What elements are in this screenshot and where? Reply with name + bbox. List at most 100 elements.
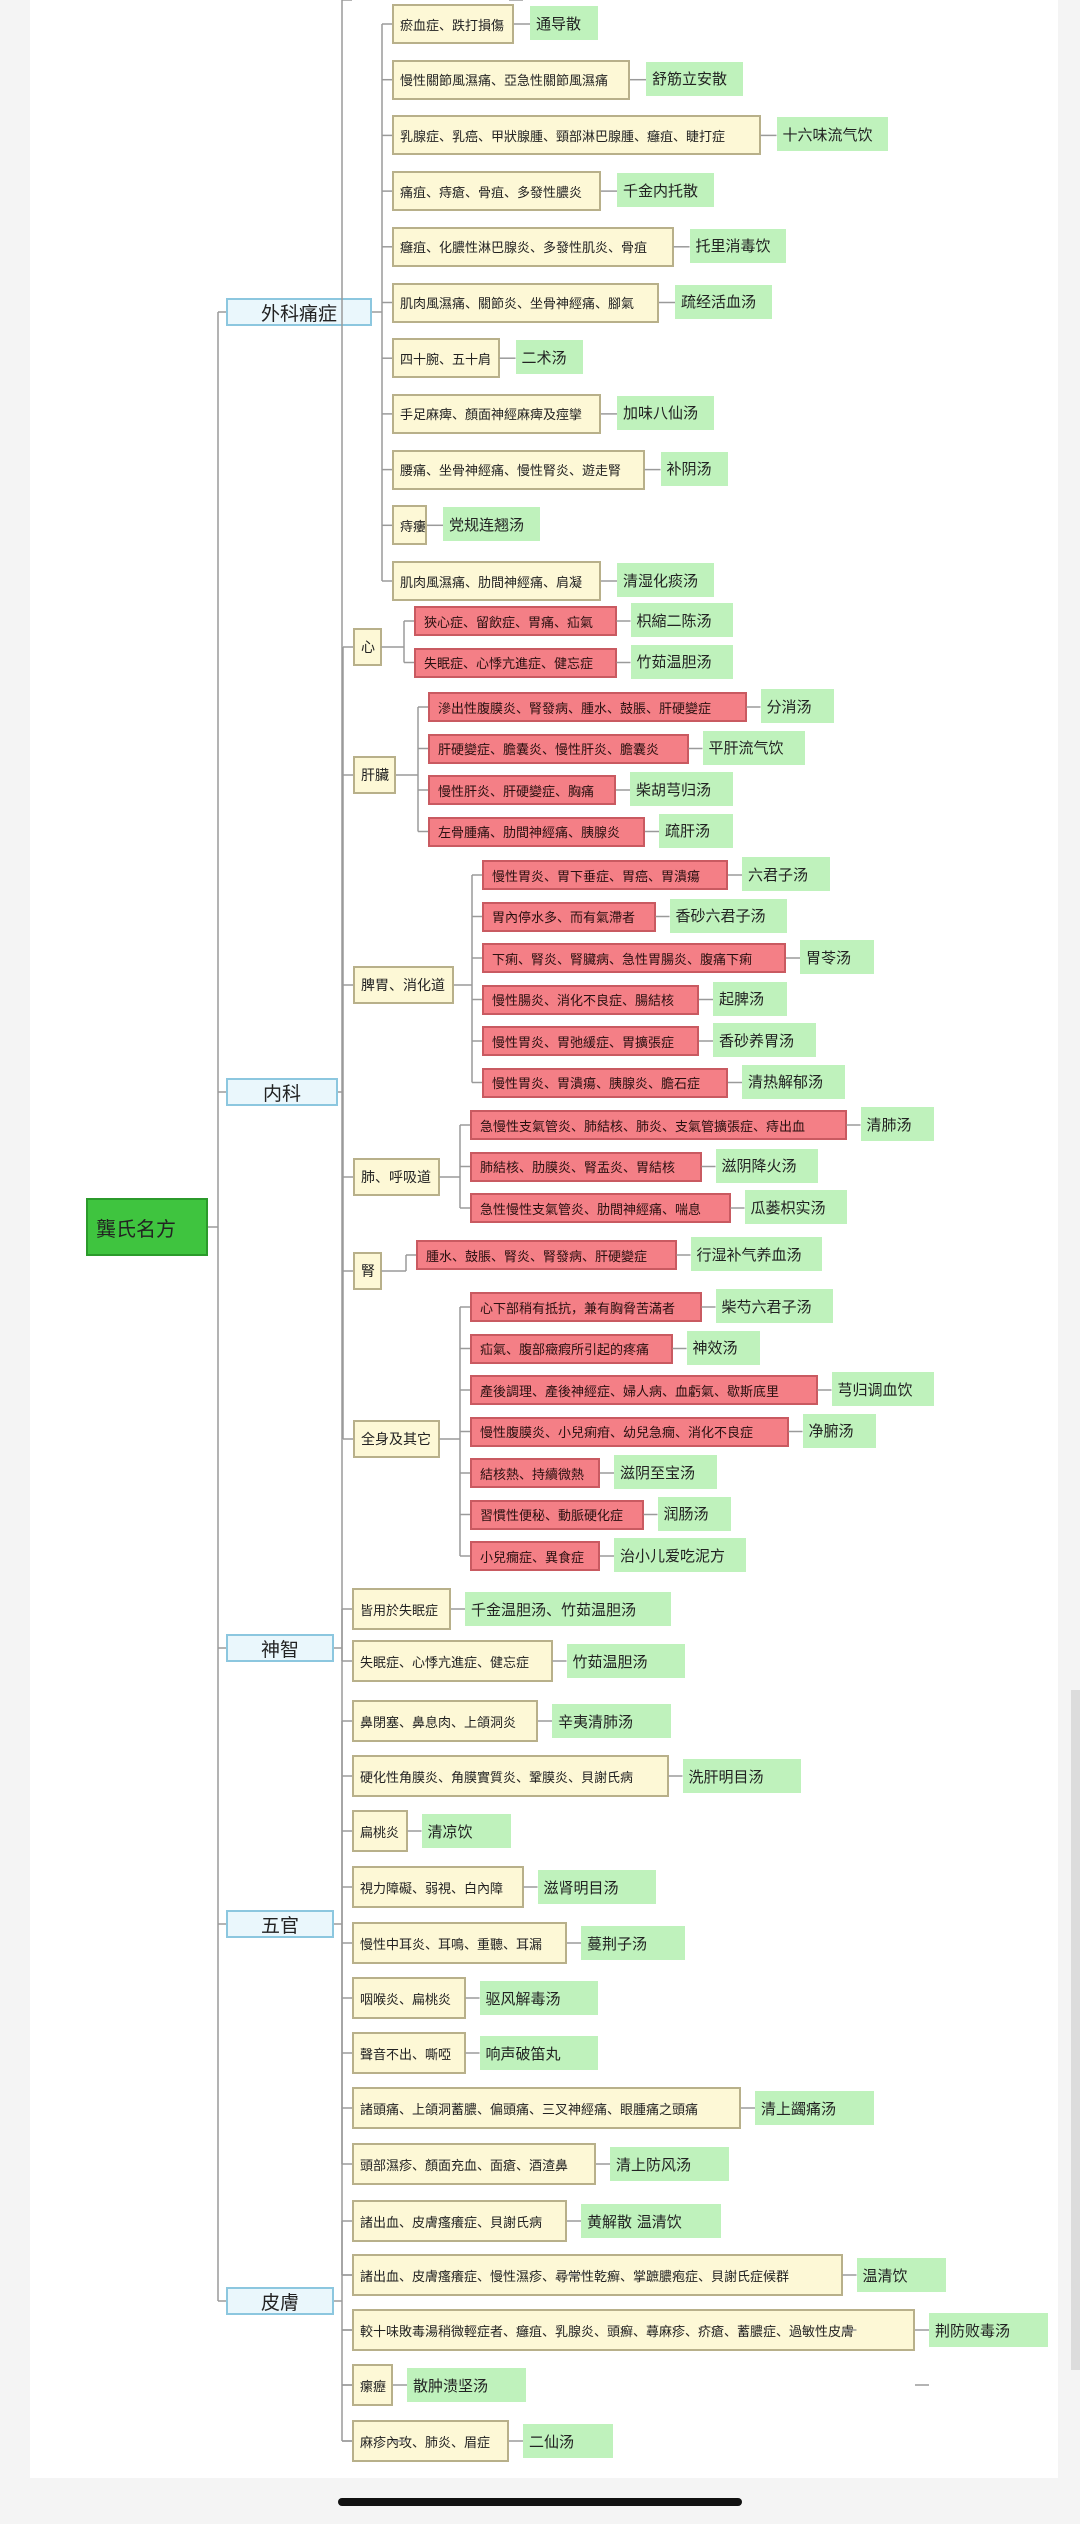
remedy-box[interactable]: 分消汤: [760, 689, 834, 723]
category-1[interactable]: 外科痛症: [226, 298, 372, 326]
remedy-box[interactable]: 舒筋立安散: [646, 61, 743, 96]
root-node[interactable]: 龔氏名方: [86, 1198, 208, 1256]
symptom-box[interactable]: 扁桃炎: [352, 1810, 408, 1852]
symptom-box[interactable]: 左骨腫痛、肋間神經痛、胰腺炎: [428, 816, 645, 847]
remedy-box[interactable]: 竹茹温胆汤: [630, 644, 733, 679]
remedy-box[interactable]: 芎归调血饮: [831, 1372, 934, 1406]
remedy-box[interactable]: 补阴汤: [660, 451, 728, 486]
remedy-box[interactable]: 治小儿爱吃泥方: [614, 1538, 746, 1572]
symptom-box[interactable]: 癰疽、化膿性淋巴腺炎、多發性肌炎、骨疽: [392, 226, 674, 267]
remedy-box[interactable]: 通导散: [530, 6, 598, 40]
remedy-box[interactable]: 十六味流气饮: [776, 117, 888, 152]
group-node[interactable]: 肝臟: [353, 756, 396, 794]
symptom-box[interactable]: 麻疹內攻、肺炎、眉症: [352, 2420, 509, 2462]
remedy-box[interactable]: 清肺汤: [860, 1107, 934, 1141]
remedy-box[interactable]: 香砂养胃汤: [713, 1023, 816, 1057]
group-node[interactable]: 腎: [353, 1252, 382, 1290]
remedy-box[interactable]: 平肝流气饮: [702, 730, 805, 765]
remedy-box[interactable]: 疏经活血汤: [675, 284, 772, 319]
symptom-box[interactable]: 心下部稍有抵抗，兼有胸脅苦滿者: [470, 1292, 702, 1322]
symptom-box[interactable]: 痔瘻: [392, 505, 427, 546]
symptom-box[interactable]: 腰痛、坐骨神經痛、慢性腎炎、遊走腎: [392, 449, 645, 490]
symptom-box[interactable]: 視力障礙、弱視、白內障: [352, 1866, 524, 1908]
symptom-box[interactable]: 胃內停水多、而有氣滯者: [482, 901, 656, 932]
symptom-box[interactable]: 急慢性支氣管炎、肺結核、肺炎、支氣管擴張症、痔出血: [470, 1110, 847, 1140]
symptom-box[interactable]: 瘰癧: [352, 2364, 393, 2406]
remedy-box[interactable]: 党规连翘汤: [443, 507, 540, 542]
symptom-box[interactable]: 鼻閉塞、鼻息肉、上頜洞炎: [352, 1700, 538, 1742]
symptom-box[interactable]: 小兒癇症、異食症: [470, 1541, 600, 1571]
group-node[interactable]: 肺、呼吸道: [353, 1158, 440, 1196]
symptom-box[interactable]: 慢性胃炎、胃潰瘍、胰腺炎、膽石症: [482, 1067, 728, 1098]
remedy-box[interactable]: 黄解散 温清饮: [581, 2204, 721, 2238]
symptom-box[interactable]: 瘀血症、跌打損傷: [392, 4, 514, 44]
group-node[interactable]: 全身及其它: [353, 1420, 440, 1458]
symptom-box[interactable]: 肌肉風濕痛、肋間神經痛、肩凝: [392, 561, 601, 601]
symptom-box[interactable]: 慢性胃炎、胃弛緩症、胃擴張症: [482, 1026, 699, 1056]
symptom-box[interactable]: 乳腺症、乳癌、甲狀腺腫、頸部淋巴腺腫、癰疽、睫打症: [392, 115, 761, 156]
remedy-box[interactable]: 滋阴降火汤: [715, 1148, 818, 1183]
remedy-box[interactable]: 洗肝明目汤: [682, 1759, 801, 1793]
symptom-box[interactable]: 習慣性便秘、動脈硬化症: [470, 1499, 644, 1530]
remedy-box[interactable]: 二术汤: [515, 340, 583, 375]
remedy-box[interactable]: 柴芍六君子汤: [715, 1289, 833, 1323]
remedy-box[interactable]: 清热解郁汤: [742, 1064, 845, 1099]
symptom-box[interactable]: 疝氣、腹部癥瘕所引起的疼痛: [470, 1333, 673, 1364]
remedy-box[interactable]: 千金温胆汤、竹茹温胆汤: [465, 1592, 671, 1626]
symptom-box[interactable]: 慢性關節風濕痛、亞急性關節風濕痛: [392, 59, 630, 100]
remedy-box[interactable]: 加味八仙汤: [617, 395, 714, 430]
symptom-box[interactable]: 硬化性角膜炎、角膜實質炎、鞏膜炎、貝謝氏病: [352, 1755, 669, 1797]
remedy-box[interactable]: 疏肝汤: [659, 813, 733, 848]
remedy-box[interactable]: 胃苓汤: [800, 940, 874, 974]
remedy-box[interactable]: 净腑汤: [802, 1413, 876, 1448]
remedy-box[interactable]: 清上蠲痛汤: [755, 2091, 874, 2125]
symptom-box[interactable]: 聲音不出、嘶啞: [352, 2032, 466, 2074]
symptom-box[interactable]: 失眠症、心悸亢進症、健忘症: [414, 647, 617, 678]
remedy-box[interactable]: 驱风解毒汤: [479, 1981, 598, 2015]
symptom-box[interactable]: 諸頭痛、上頜洞蓄膿、偏頭痛、三叉神經痛、眼腫痛之頭痛: [352, 2087, 741, 2129]
symptom-box[interactable]: 慢性肝炎、肝硬變症、胸痛: [428, 775, 616, 805]
remedy-box[interactable]: 二仙汤: [523, 2424, 613, 2458]
category-3[interactable]: 神智: [226, 1634, 334, 1662]
symptom-box[interactable]: 皆用於失眠症: [352, 1588, 451, 1630]
symptom-box[interactable]: 肺結核、肋膜炎、腎盂炎、胃結核: [470, 1151, 702, 1182]
remedy-box[interactable]: 荆防败毒汤: [929, 2313, 1048, 2347]
remedy-box[interactable]: 行湿补气养血汤: [690, 1237, 822, 1271]
category-5[interactable]: 皮膚: [226, 2287, 334, 2315]
remedy-box[interactable]: 滋肾明目汤: [537, 1870, 656, 1904]
symptom-box[interactable]: 慢性中耳炎、耳鳴、重聽、耳漏: [352, 1922, 567, 1964]
remedy-box[interactable]: 竹茹温胆汤: [566, 1644, 685, 1678]
remedy-box[interactable]: 托里消毒饮: [689, 228, 786, 263]
remedy-box[interactable]: 蔓荆子汤: [581, 1926, 685, 1960]
symptom-box[interactable]: 急性慢性支氣管炎、肋間神經痛、喘息: [470, 1193, 731, 1223]
remedy-box[interactable]: 清凉饮: [421, 1814, 511, 1848]
symptom-box[interactable]: 下痢、腎炎、腎臟病、急性胃腸炎、腹痛下痢: [482, 943, 786, 973]
remedy-box[interactable]: 清上防风汤: [610, 2147, 729, 2181]
symptom-box[interactable]: 狹心症、留飲症、胃痛、疝氣: [414, 606, 617, 636]
remedy-box[interactable]: 温清饮: [856, 2258, 946, 2292]
remedy-box[interactable]: 柴胡芎归汤: [630, 772, 733, 806]
remedy-box[interactable]: 神效汤: [686, 1330, 760, 1365]
symptom-box[interactable]: 失眠症、心悸亢進症、健忘症: [352, 1640, 553, 1682]
remedy-box[interactable]: 六君子汤: [742, 857, 830, 891]
remedy-box[interactable]: 滋阴至宝汤: [614, 1455, 717, 1489]
symptom-box[interactable]: 產後調理、產後神經症、婦人病、血虧氣、歇斯底里: [470, 1375, 818, 1405]
symptom-box[interactable]: 滲出性腹膜炎、腎發病、腫水、鼓脹、肝硬變症: [428, 692, 747, 722]
remedy-box[interactable]: 千金内托散: [617, 173, 714, 208]
symptom-box[interactable]: 肝硬變症、膽囊炎、慢性肝炎、膽囊炎: [428, 733, 689, 764]
remedy-box[interactable]: 瓜蒌枳实汤: [744, 1190, 847, 1224]
symptom-box[interactable]: 諸出血、皮膚瘙癢症、貝謝氏病: [352, 2200, 567, 2242]
symptom-box[interactable]: 手足麻痺、顏面神經麻痺及痙攣: [392, 393, 601, 434]
symptom-box[interactable]: 痛疽、痔瘡、骨疽、多發性膿炎: [392, 171, 601, 212]
remedy-box[interactable]: 起脾汤: [713, 981, 787, 1016]
symptom-box[interactable]: 結核熱、持續微熱: [470, 1458, 600, 1488]
symptom-box[interactable]: 四十腕、五十肩: [392, 338, 500, 379]
remedy-box[interactable]: 散肿溃坚汤: [407, 2368, 526, 2402]
symptom-box[interactable]: 慢性腹膜炎、小兒痢疳、幼兒急癇、消化不良症: [470, 1416, 789, 1447]
category-2[interactable]: 内科: [226, 1078, 338, 1106]
remedy-box[interactable]: 清湿化痰汤: [617, 563, 714, 597]
symptom-box[interactable]: 較十味敗毒湯稍微輕症者、癰疽、乳腺炎、頭癬、蕁麻疹、疥瘡、蓄膿症、過敏性皮膚: [352, 2309, 915, 2351]
remedy-box[interactable]: 枳縮二陈汤: [630, 603, 733, 637]
symptom-box[interactable]: 頭部濕疹、顏面充血、面瘡、酒渣鼻: [352, 2143, 596, 2185]
symptom-box[interactable]: 腫水、鼓脹、腎炎、腎發病、肝硬變症: [416, 1240, 677, 1270]
